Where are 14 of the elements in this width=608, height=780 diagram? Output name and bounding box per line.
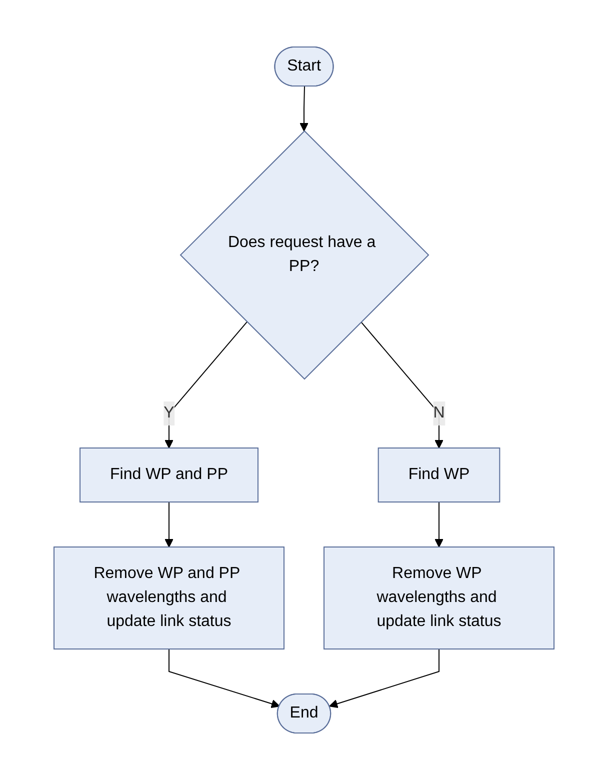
node-diamond: Does request have a PP?: [180, 130, 430, 380]
arrow: [168, 648, 280, 708]
node-box: Find WP: [378, 448, 500, 502]
arrow: [329, 648, 440, 708]
edge-label: Y: [164, 404, 174, 422]
arrow: [164, 502, 174, 548]
arrow: [434, 502, 444, 548]
node-box: Remove WP and PP wavelengths and update link status: [54, 546, 284, 650]
arrow: [300, 86, 308, 132]
node-box: Find WP and PP: [80, 448, 258, 502]
node-box: Remove WP wavelengths and update link status: [324, 546, 554, 650]
edge-label: N: [433, 404, 445, 422]
arrow: [360, 321, 444, 448]
arrow: [164, 321, 248, 448]
